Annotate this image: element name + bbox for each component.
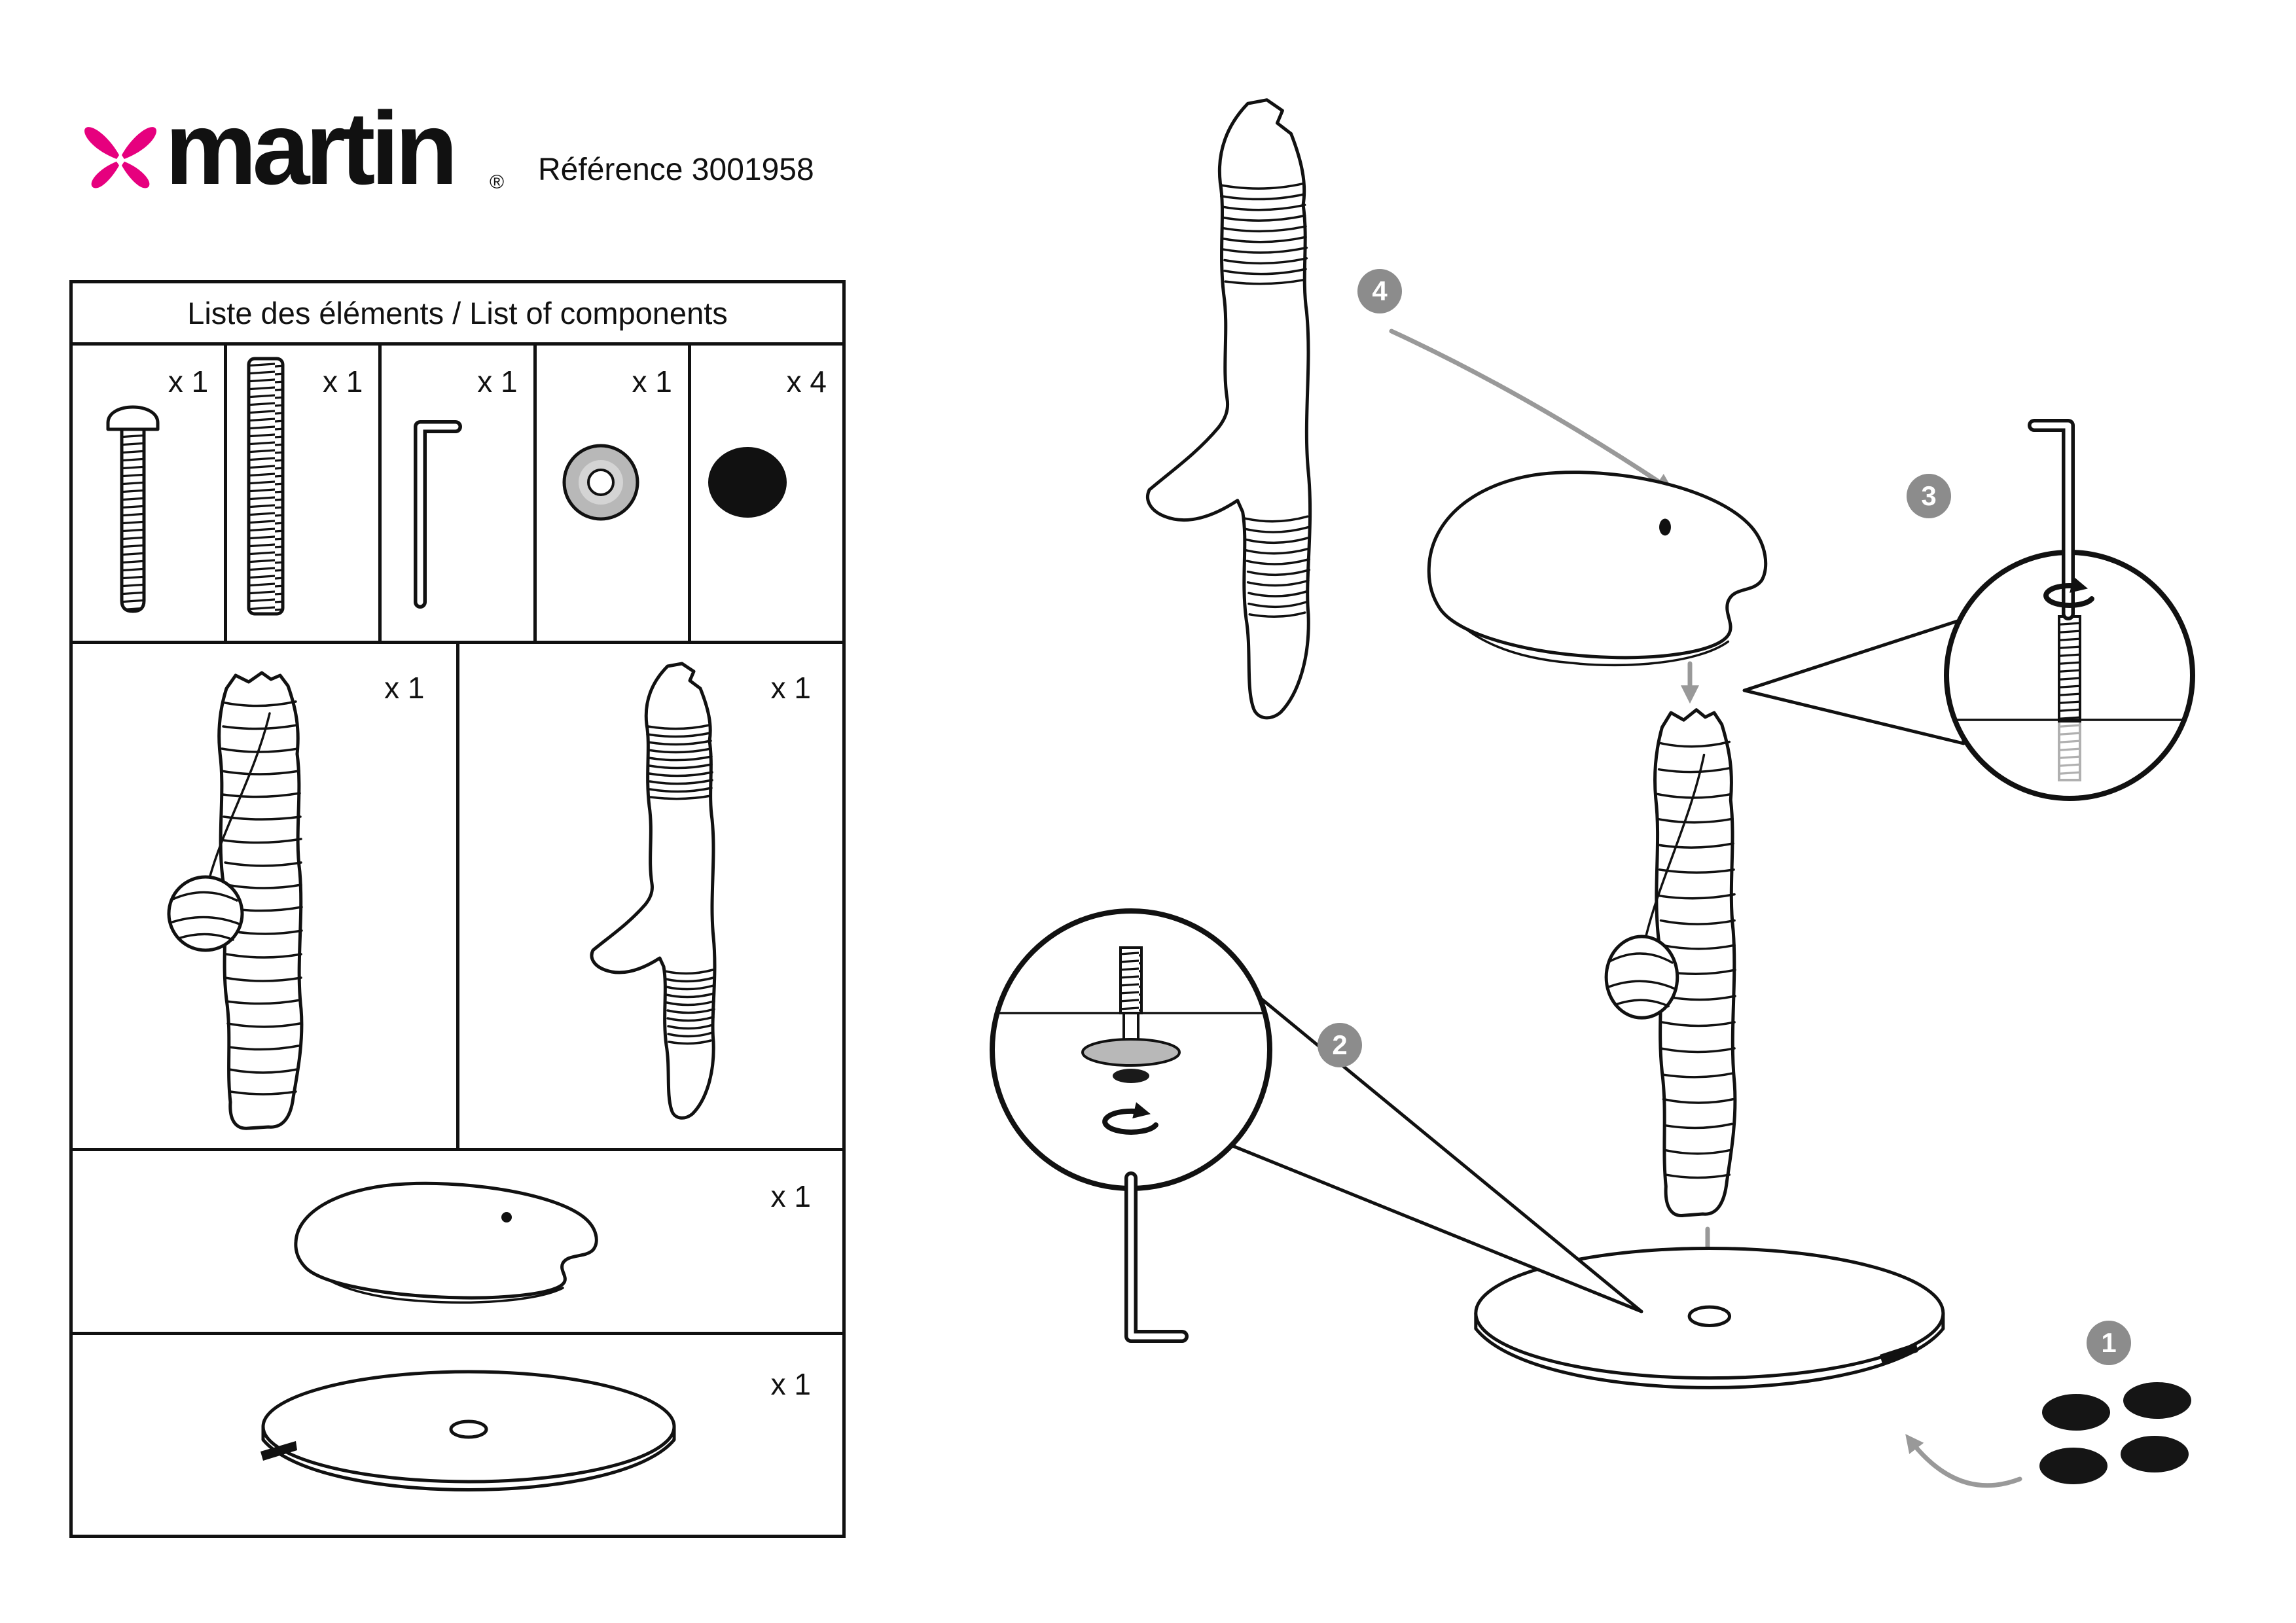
step-1-number: 1 [2101, 1327, 2117, 1358]
step-3-badge: 3 [1907, 474, 1951, 518]
assembly-base-plate [1476, 1248, 1943, 1387]
part-cell-washer: x 1 [537, 346, 691, 641]
qty-label-threaded-rod: x 1 [323, 365, 363, 399]
assembly-branch-post [1147, 100, 1310, 718]
threaded-rod-icon [247, 357, 285, 616]
arrow-step1 [1905, 1434, 2022, 1488]
bolt-icon [108, 407, 158, 613]
assembly-center-post [1606, 710, 1735, 1216]
allen-key-step3-icon [2028, 419, 2075, 620]
part-cell-branch-post: x 1 [459, 644, 843, 1148]
reference-number: Référence 3001958 [538, 152, 814, 187]
part-cell-bolt: x 1 [73, 346, 228, 641]
base-plate-row: x 1 [73, 1335, 842, 1535]
base-plate-illustration [260, 1372, 674, 1490]
qty-label-washer: x 1 [632, 365, 672, 399]
hardware-row: x 1 x 1 x 1 x 1 x 4 [73, 346, 842, 644]
qty-label-base-plate: x 1 [770, 1367, 811, 1401]
qty-label-felt-pad: x 4 [786, 365, 827, 399]
felt-pads [2039, 1382, 2191, 1484]
allen-key-step2-icon [1124, 1171, 1189, 1343]
qty-label-bolt: x 1 [168, 365, 209, 399]
parts-list-title: Liste des éléments / List of components [73, 283, 842, 346]
assembly-top-plate [1429, 473, 1766, 666]
qty-label-wrapped-post: x 1 [384, 671, 425, 705]
part-cell-allen-key: x 1 [382, 346, 537, 641]
part-cell-wrapped-post: x 1 [73, 644, 459, 1148]
step-3-number: 3 [1921, 480, 1937, 511]
qty-label-allen-key: x 1 [477, 365, 518, 399]
step-4-badge: 4 [1357, 269, 1402, 313]
rotate-icon [2043, 576, 2094, 609]
part-cell-felt-pad: x 4 [691, 346, 842, 641]
posts-row: x 1 x 1 [73, 644, 842, 1151]
part-cell-threaded-rod: x 1 [227, 346, 382, 641]
butterfly-logo-icon [84, 127, 156, 188]
rotate-icon [1102, 1102, 1158, 1135]
step-4-number: 4 [1372, 276, 1388, 306]
allen-key-icon [414, 420, 462, 609]
parts-list-table: Liste des éléments / List of components … [69, 280, 846, 1538]
qty-label-branch-post: x 1 [770, 671, 811, 705]
step-2-badge: 2 [1318, 1023, 1362, 1067]
brand-name: martin [165, 91, 458, 206]
registered-mark: ® [490, 171, 505, 193]
callout-screw-detail [1744, 419, 2195, 801]
callout-washer-detail [990, 908, 1641, 1343]
felt-pad-icon [708, 447, 787, 518]
washer-icon [562, 444, 639, 521]
step-1-badge: 1 [2087, 1321, 2131, 1365]
step-2-number: 2 [1332, 1029, 1348, 1060]
qty-label-top-plate: x 1 [770, 1179, 811, 1213]
arrow-step4 [1389, 329, 1674, 492]
top-plate-row: x 1 [73, 1151, 842, 1335]
